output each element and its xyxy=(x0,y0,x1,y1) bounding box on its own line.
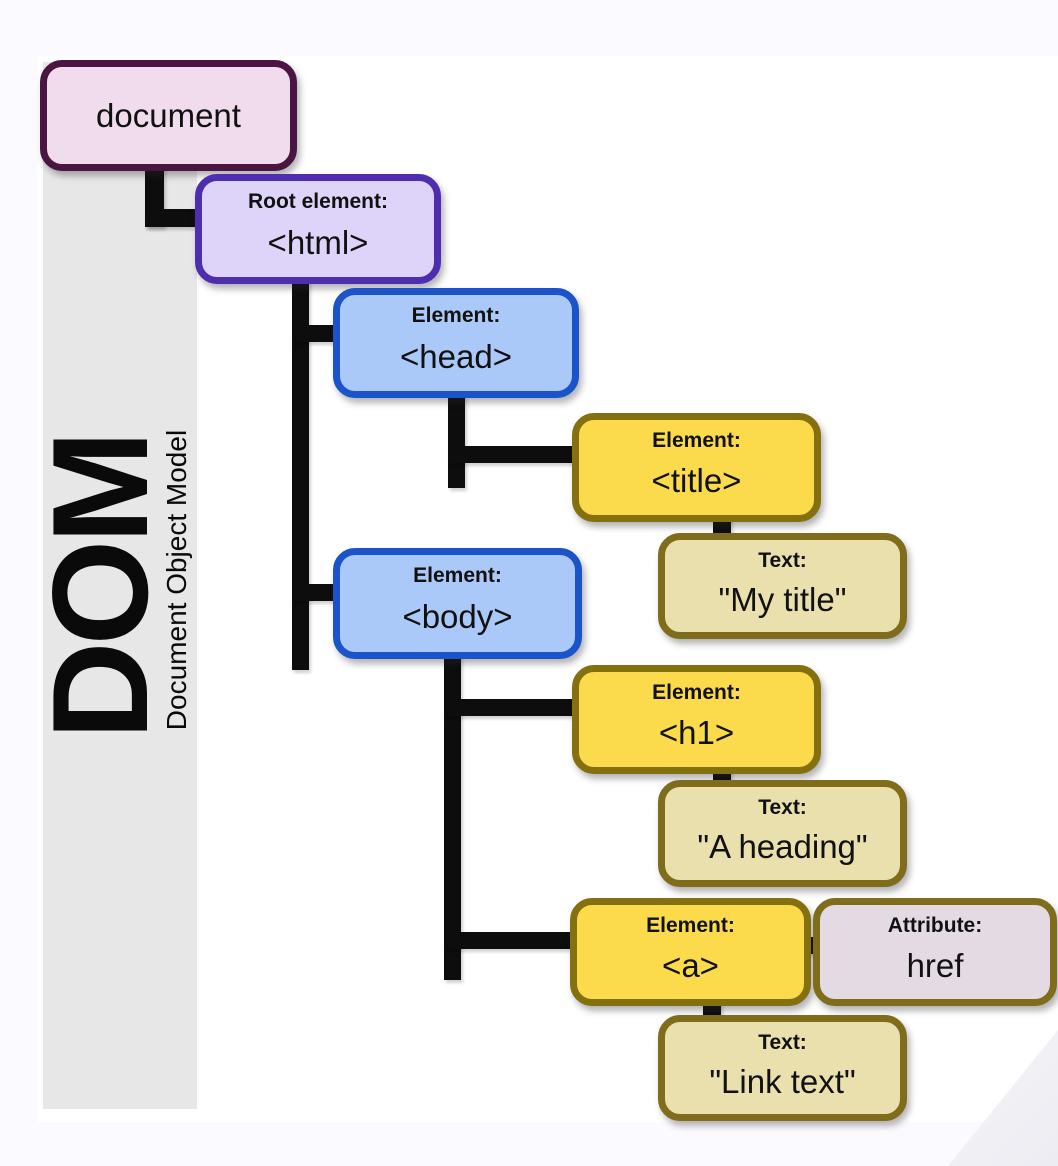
node-h1-value: <h1> xyxy=(658,714,735,751)
connector-html-body-arm xyxy=(292,584,340,601)
node-a-heading-value: "A heading" xyxy=(697,828,868,865)
node-attribute-href: Attribute: href xyxy=(813,898,1057,1006)
node-title-value: <title> xyxy=(651,462,742,499)
connector-head-title-arm xyxy=(448,446,579,463)
node-head-value: <head> xyxy=(400,337,512,375)
node-my-title-label: Text: xyxy=(758,549,807,572)
node-href-value: href xyxy=(906,946,964,984)
node-a-value: <a> xyxy=(662,946,719,984)
dom-subtitle-text: Document Object Model xyxy=(161,429,192,731)
node-link-text-label: Text: xyxy=(758,1031,807,1054)
node-h1-label: Element: xyxy=(652,681,741,704)
node-a-label: Element: xyxy=(646,914,735,937)
node-body-value: <body> xyxy=(402,598,513,635)
connector-document-html-horizontal xyxy=(145,209,203,227)
dom-acronym-text: DOM xyxy=(24,434,176,740)
connector-body-trunk xyxy=(444,640,461,980)
node-html-value: <html> xyxy=(267,223,369,261)
node-element-body: Element: <body> xyxy=(333,548,582,659)
node-body-label: Element: xyxy=(413,564,502,587)
node-root-element-html: Root element: <html> xyxy=(195,174,441,284)
connector-body-a-arm xyxy=(444,932,577,949)
node-text-link-text: Text: "Link text" xyxy=(658,1015,907,1121)
node-document-value: document xyxy=(96,96,241,134)
connector-body-h1-arm xyxy=(444,699,577,716)
node-title-label: Element: xyxy=(652,429,741,452)
node-link-text-value: "Link text" xyxy=(709,1062,856,1100)
node-element-h1: Element: <h1> xyxy=(572,665,821,774)
node-element-a: Element: <a> xyxy=(570,898,811,1006)
connector-html-head-arm xyxy=(292,325,340,342)
node-element-title: Element: <title> xyxy=(572,413,821,522)
node-document: document xyxy=(40,60,297,171)
node-text-a-heading: Text: "A heading" xyxy=(658,780,907,887)
node-my-title-value: "My title" xyxy=(718,580,847,618)
node-html-label: Root element: xyxy=(247,190,388,213)
node-head-label: Element: xyxy=(411,304,501,327)
node-a-heading-label: Text: xyxy=(758,796,807,819)
node-text-my-title: Text: "My title" xyxy=(658,533,907,639)
dom-sidebar-band xyxy=(43,62,197,1109)
node-href-label: Attribute: xyxy=(887,914,983,937)
connector-html-trunk xyxy=(292,263,309,670)
node-element-head: Element: <head> xyxy=(333,288,579,398)
